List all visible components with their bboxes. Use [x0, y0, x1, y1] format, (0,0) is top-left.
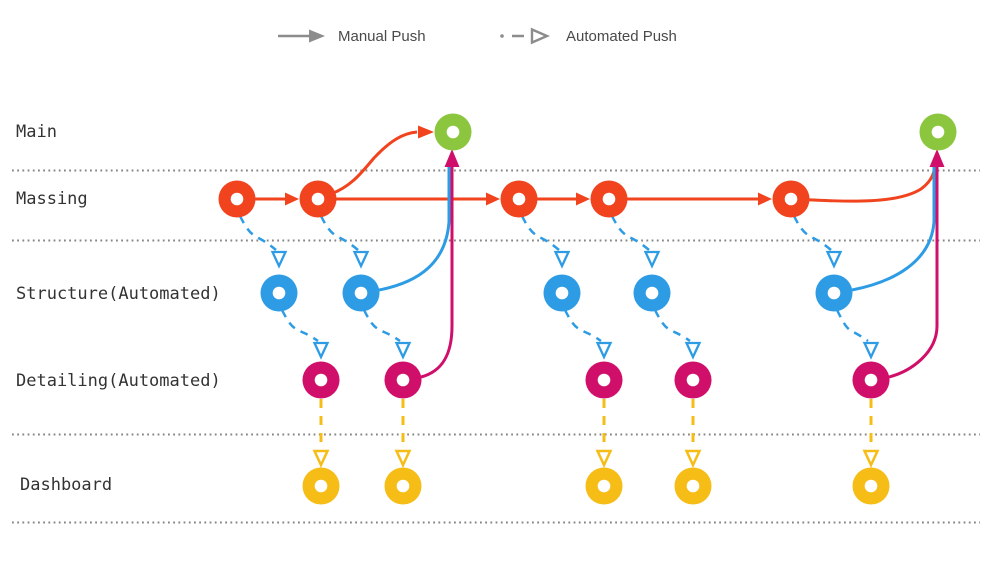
automated-arrowhead-icon — [312, 449, 330, 468]
fork-to-main-edge — [330, 130, 418, 196]
legend-manual-label: Manual Push — [338, 28, 426, 45]
merge-arrowhead-icon — [929, 149, 945, 167]
automated-arrowhead-icon — [394, 449, 412, 468]
automated-arrowhead-icon — [643, 250, 661, 269]
commit-node-hole — [597, 479, 611, 493]
automated-push-dot-icon — [500, 34, 504, 38]
commit-node-hole — [354, 286, 368, 300]
commit-node-hole — [784, 192, 798, 206]
automated-arrowhead-icon — [862, 449, 880, 468]
automated-push-edge — [792, 215, 832, 251]
lane-label-detailing: Detailing(Automated) — [16, 371, 221, 391]
commit-node-hole — [864, 479, 878, 493]
commit-node-hole — [827, 286, 841, 300]
automated-arrowhead-icon — [684, 341, 702, 360]
manual-push-arrowhead-icon — [309, 29, 325, 43]
manual-arrowhead-icon — [486, 192, 500, 206]
manual-arrowhead-icon — [285, 192, 299, 206]
commit-node-hole — [686, 373, 700, 387]
automated-push-edge — [563, 309, 602, 343]
commit-node-hole — [396, 479, 410, 493]
structure-merge-edge — [851, 161, 936, 292]
commit-node-hole — [864, 373, 878, 387]
commit-node-hole — [686, 479, 700, 493]
automated-arrowhead-icon — [595, 341, 613, 360]
lane-label-main: Main — [16, 122, 57, 142]
automated-arrowhead-icon — [352, 250, 370, 269]
merge-arrowhead-icon — [444, 149, 460, 167]
structure-merge-edge — [378, 161, 451, 292]
automated-push-edge — [835, 309, 869, 343]
commit-node-hole — [272, 286, 286, 300]
commit-node-hole — [314, 479, 328, 493]
automated-push-edge — [362, 309, 401, 343]
automated-arrowhead-icon — [595, 449, 613, 468]
massing-merge-edge — [790, 159, 938, 203]
commit-nodes — [218, 113, 957, 505]
automated-push-edge — [520, 215, 560, 251]
commit-node-hole — [602, 192, 616, 206]
automated-arrowhead-icon — [394, 341, 412, 360]
automated-push-edge — [238, 215, 277, 251]
automated-arrowhead-icon — [312, 341, 330, 360]
automated-arrowhead-icon — [684, 449, 702, 468]
automated-push-edge — [653, 309, 691, 343]
automated-push-edge — [610, 215, 650, 251]
commit-node-hole — [230, 192, 244, 206]
legend-automated-label: Automated Push — [566, 28, 677, 45]
commit-node-hole — [931, 125, 945, 139]
lane-label-massing: Massing — [16, 189, 88, 209]
commit-node-hole — [597, 373, 611, 387]
commit-node-hole — [512, 192, 526, 206]
detailing-merge-edge — [420, 166, 454, 379]
automated-push-edge — [280, 309, 319, 343]
commit-node-hole — [446, 125, 460, 139]
automated-arrowhead-icon — [862, 341, 880, 360]
commit-node-hole — [314, 373, 328, 387]
commit-node-hole — [555, 286, 569, 300]
legend: Manual Push Automated Push — [278, 27, 677, 45]
automated-push-arrowhead-icon — [530, 27, 551, 45]
lane-label-structure: Structure(Automated) — [16, 284, 221, 304]
lane-label-dashboard: Dashboard — [20, 475, 112, 495]
manual-arrowhead-icon — [576, 192, 590, 206]
manual-arrowhead-icon — [418, 125, 434, 139]
commit-node-hole — [645, 286, 659, 300]
edges — [237, 125, 945, 468]
detailing-merge-edge — [888, 166, 939, 379]
automated-arrowhead-icon — [553, 250, 571, 269]
automated-push-edge — [319, 215, 359, 251]
commit-node-hole — [396, 373, 410, 387]
automated-arrowhead-icon — [270, 250, 288, 269]
lane-separators — [12, 169, 980, 524]
commit-node-hole — [311, 192, 325, 206]
automated-arrowhead-icon — [825, 250, 843, 269]
manual-arrowhead-icon — [758, 192, 772, 206]
